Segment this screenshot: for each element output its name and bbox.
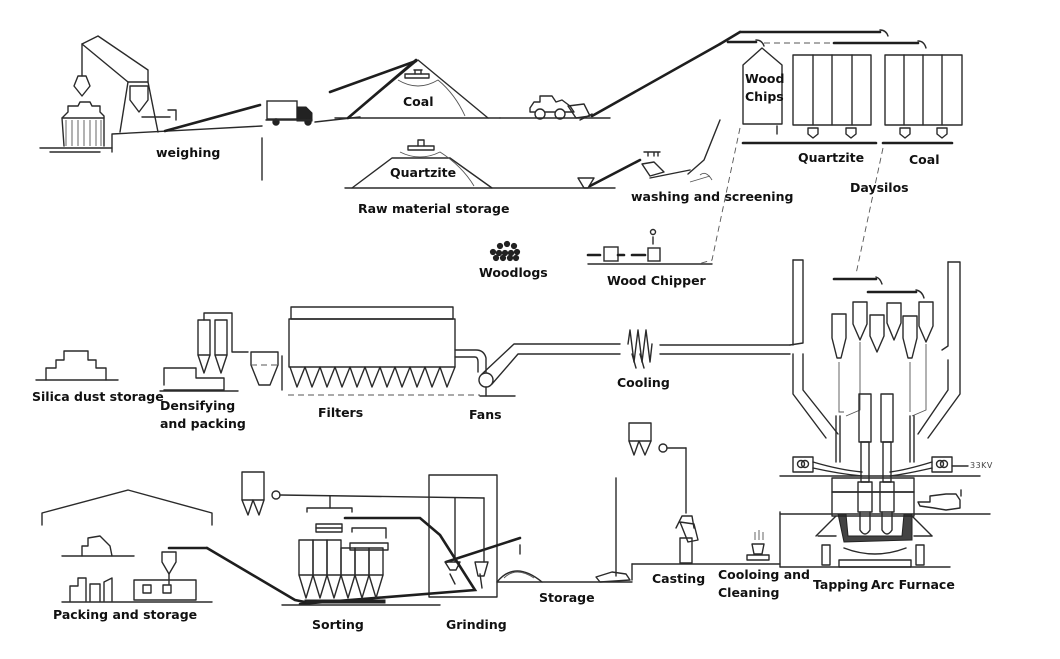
label-woodlogs: Woodlogs <box>479 265 548 280</box>
label-filters: Filters <box>318 405 364 420</box>
label-casting: Casting <box>652 571 706 586</box>
label-quartzite-pile: Quartzite <box>390 165 457 180</box>
label-densifying-and-packing: Densifying and packing <box>160 398 246 431</box>
label-silica-dust-storage: Silica dust storage <box>32 389 164 404</box>
label-voltage: 33KV <box>970 461 993 470</box>
coal-day-silos <box>884 54 963 139</box>
conveyor-to-truck <box>163 103 262 133</box>
wood-chipper-machine <box>586 228 713 265</box>
storage-pile <box>496 477 633 583</box>
woodlogs-icon <box>489 240 521 262</box>
packing-storage-building <box>41 489 307 604</box>
silica-dust-storage-pile <box>35 350 119 381</box>
casting-station <box>628 422 781 581</box>
wheel-loader-icon <box>529 95 591 120</box>
label-washing-and-screening: washing and screening <box>631 189 794 204</box>
label-daysilos: Daysilos <box>850 180 909 195</box>
label-wood-chips: Wood Chips <box>745 71 785 104</box>
fans-and-duct <box>454 343 621 397</box>
coal-pile <box>328 58 501 120</box>
label-coal-silo: Coal <box>909 152 940 167</box>
label-cooling-and-cleaning: Cooloing and Cleaning <box>718 567 810 600</box>
harbour-crane <box>39 35 263 181</box>
label-sorting: Sorting <box>312 617 364 632</box>
label-arc-furnace: Arc Furnace <box>871 577 955 592</box>
quartzite-pile <box>344 139 616 189</box>
truck-icon <box>265 100 313 126</box>
label-fans: Fans <box>469 407 502 422</box>
densifying-packing-unit <box>159 312 279 392</box>
quartzite-day-silos <box>792 54 872 139</box>
arc-furnace <box>779 259 991 568</box>
label-cooling: Cooling <box>617 375 670 390</box>
sorting-unit <box>241 471 485 606</box>
label-storage: Storage <box>539 590 595 605</box>
label-weighing: weighing <box>156 145 221 160</box>
filters-unit <box>281 306 480 396</box>
wood-chips-silo <box>742 47 783 135</box>
label-grinding: Grinding <box>446 617 507 632</box>
label-tapping: Tapping <box>813 577 869 592</box>
cooling-cleaning-station <box>746 530 770 561</box>
cooling-coil <box>627 329 791 369</box>
label-coal-pile: Coal <box>403 94 434 109</box>
label-raw-material-storage: Raw material storage <box>358 201 510 216</box>
label-packing-and-storage: Packing and storage <box>53 607 198 622</box>
grinding-unit <box>428 474 522 598</box>
label-quartzite-silo: Quartzite <box>798 150 865 165</box>
label-wood-chipper: Wood Chipper <box>607 273 706 288</box>
